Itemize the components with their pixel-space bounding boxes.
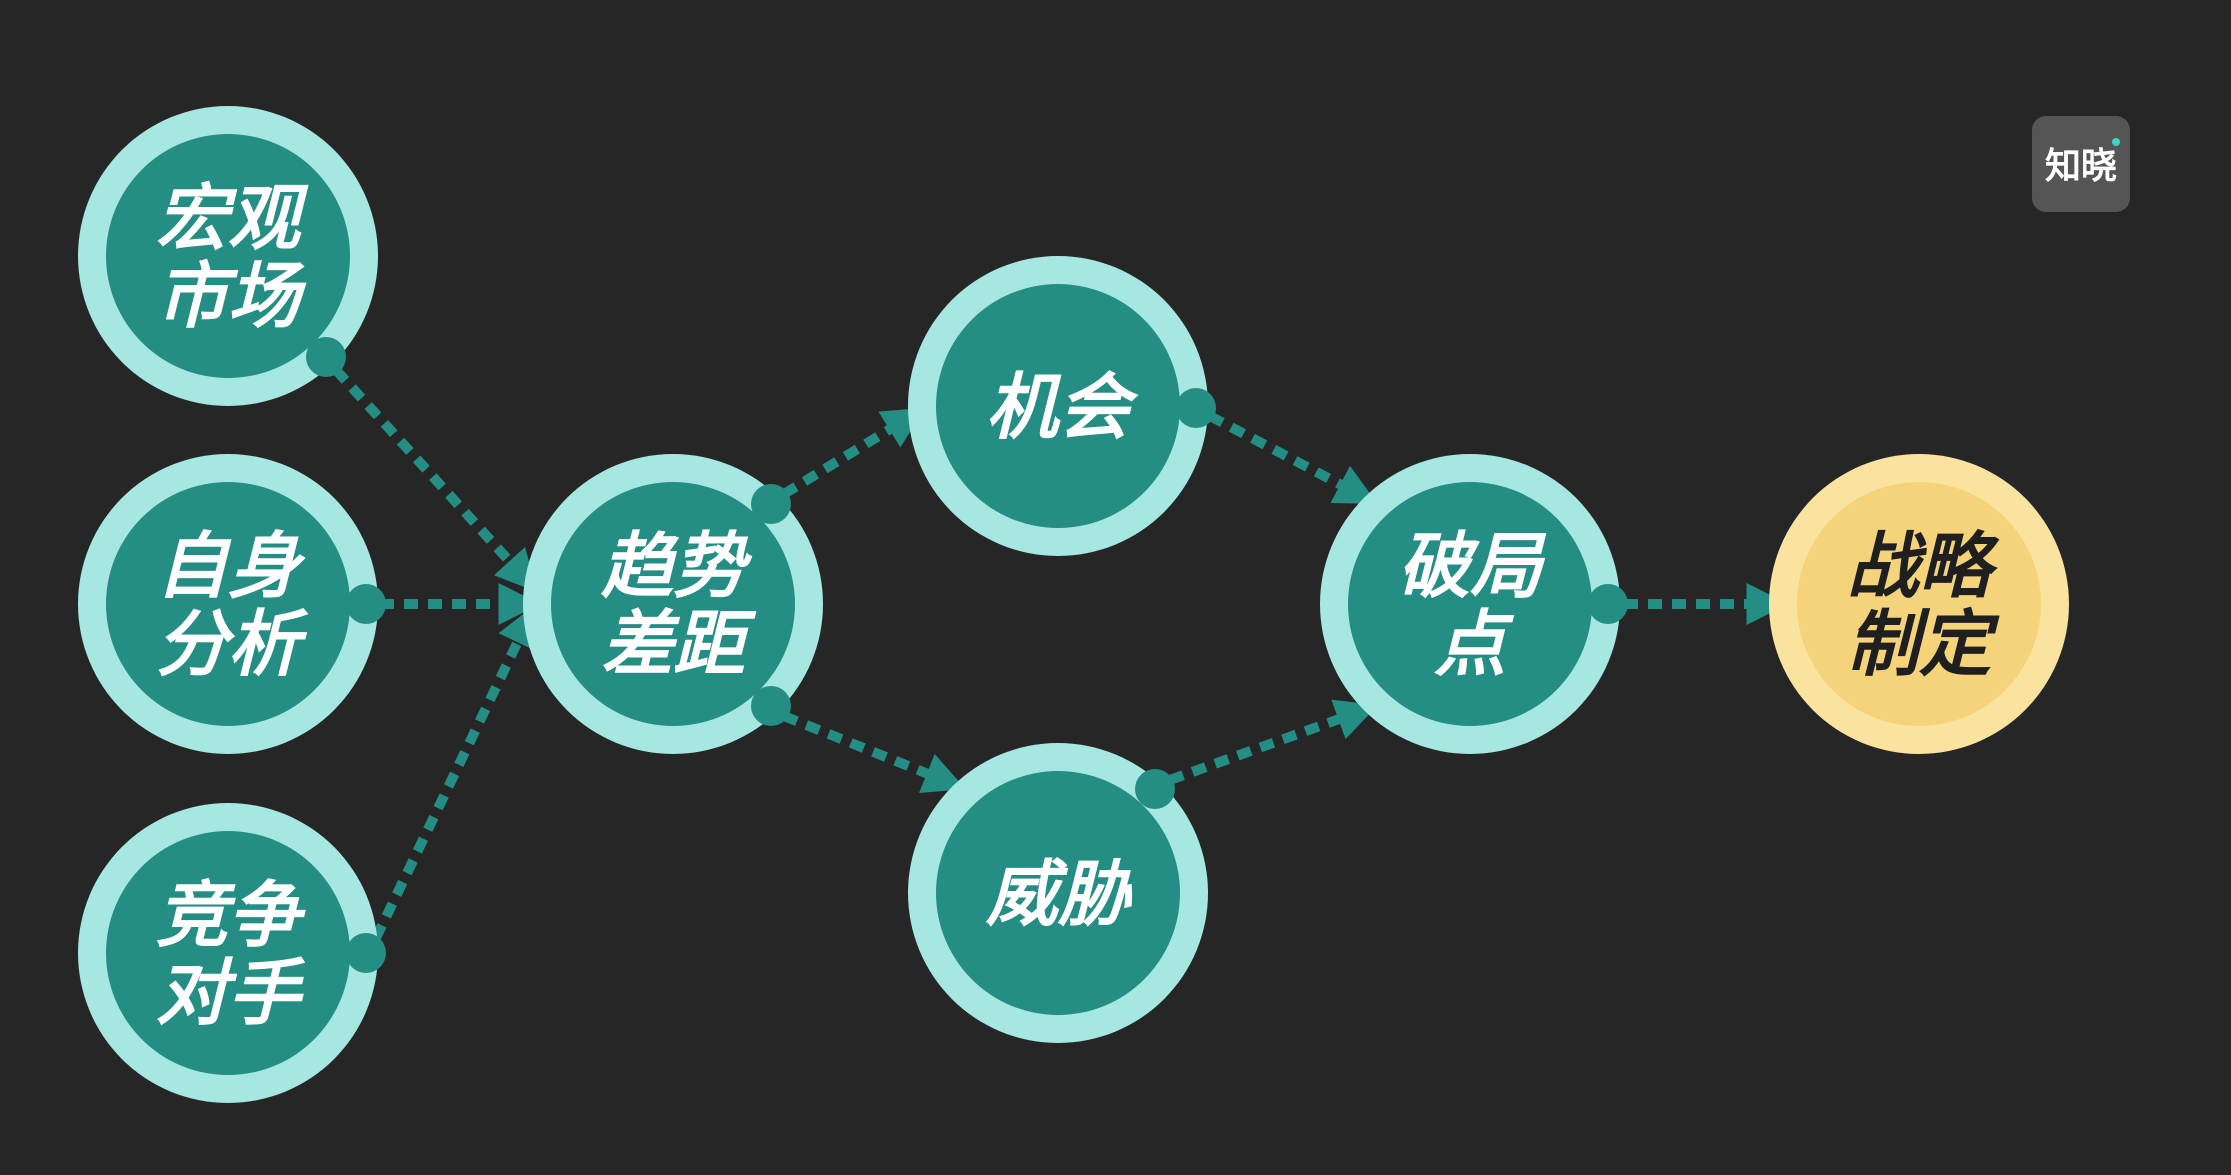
- connector-trend-to-threat: [782, 711, 966, 793]
- connector-dot-competitor-to-trend: [346, 933, 386, 973]
- connector-trend-to-opportunity: [781, 407, 926, 499]
- node-breakpoint: 破局点: [1320, 454, 1620, 754]
- node-core: [936, 771, 1180, 1015]
- node-label-line: 威胁: [985, 852, 1133, 936]
- node-label-line: 竞争: [156, 873, 306, 957]
- node-core: [936, 284, 1180, 528]
- node-core: [1797, 482, 2041, 726]
- connector-dot-opportunity-to-breakpoint: [1176, 388, 1216, 428]
- node-label-line: 破局: [1398, 524, 1547, 608]
- logo-text: 知晓: [2045, 146, 2117, 187]
- node-core: [106, 134, 350, 378]
- node-label-line: 宏观: [156, 176, 309, 260]
- connector-dot-self-to-trend: [346, 584, 386, 624]
- connector-macro-to-trend: [332, 366, 538, 593]
- logo-background: [2032, 116, 2130, 212]
- logo-accent-dot: [2112, 138, 2120, 146]
- connector-opportunity-to-breakpoint: [1207, 411, 1378, 505]
- node-core: [551, 482, 795, 726]
- node-core: [1348, 482, 1592, 726]
- node-opportunity: 机会: [908, 256, 1208, 556]
- node-label-line: 点: [1434, 602, 1515, 686]
- connector-dots-layer: [306, 337, 1628, 973]
- node-label-line: 分析: [156, 602, 309, 686]
- connector-dot-trend-to-opportunity: [751, 484, 791, 524]
- connector-dot-breakpoint-to-strategy: [1588, 584, 1628, 624]
- node-label-line: 战略: [1847, 524, 2000, 608]
- node-label-line: 对手: [156, 951, 306, 1035]
- node-threat: 威胁: [908, 743, 1208, 1043]
- node-label-line: 自身: [156, 524, 306, 608]
- node-label-line: 机会: [986, 365, 1139, 449]
- connector-dot-trend-to-threat: [751, 686, 791, 726]
- connectors-layer: [332, 366, 1789, 941]
- connector-threat-to-breakpoint: [1168, 699, 1378, 785]
- connector-dot-macro-to-trend: [306, 337, 346, 377]
- node-label-line: 市场: [156, 254, 307, 338]
- node-label-line: 制定: [1847, 602, 2000, 686]
- connector-dot-threat-to-breakpoint: [1135, 769, 1175, 809]
- node-core: [106, 831, 350, 1075]
- connector-competitor-to-trend: [371, 604, 537, 941]
- node-label-line: 差距: [601, 602, 757, 686]
- node-core: [106, 482, 350, 726]
- logo-badge: 知晓: [2032, 116, 2130, 212]
- node-label-line: 趋势: [600, 524, 753, 608]
